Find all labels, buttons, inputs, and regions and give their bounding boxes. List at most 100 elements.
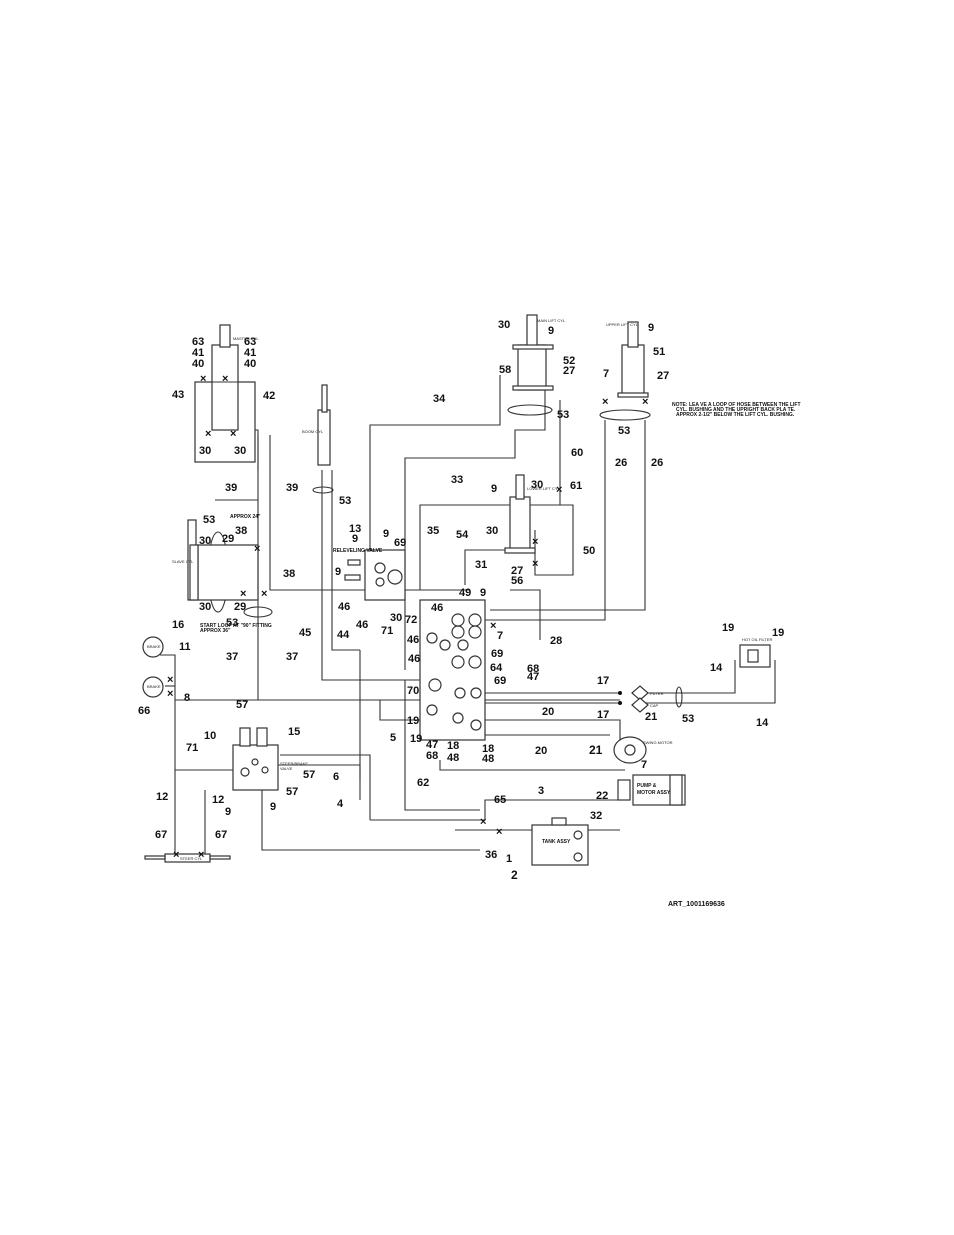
callout-71: 71 xyxy=(186,742,198,754)
callout-19: 19 xyxy=(410,733,422,745)
slave-cyl-label: SLAVE CYL xyxy=(172,559,194,564)
callout-38: 38 xyxy=(235,525,247,537)
callout-20: 20 xyxy=(535,745,547,757)
note-line-1: NOTE: LEA VE A LOOP OF HOSE BETWEEN THE … xyxy=(672,402,801,408)
callout-54: 54 xyxy=(456,529,469,541)
svg-text:×: × xyxy=(642,396,648,408)
callout-32: 32 xyxy=(590,810,602,822)
callout-14: 14 xyxy=(710,662,723,674)
callout-19: 19 xyxy=(772,627,784,639)
boom-cylinder xyxy=(317,384,331,466)
callout-67: 67 xyxy=(155,829,167,841)
svg-text:×: × xyxy=(198,849,204,861)
steer-valve-label-1: STEER/BRAKE xyxy=(280,761,308,766)
callout-18: 18 xyxy=(482,743,494,755)
callout-57: 57 xyxy=(303,769,315,781)
main-control-valve xyxy=(419,599,486,741)
callout-13: 13 xyxy=(349,523,361,535)
svg-text:×: × xyxy=(532,536,538,548)
callout-50: 50 xyxy=(583,545,595,557)
callout-27: 27 xyxy=(511,565,523,577)
callout-3: 3 xyxy=(538,785,544,797)
callout-43: 43 xyxy=(172,389,184,401)
callout-61: 61 xyxy=(570,480,582,492)
hot-oil-filter-label: HOT OIL FILTER xyxy=(742,637,772,642)
svg-text:×: × xyxy=(496,826,502,838)
callout-37: 37 xyxy=(226,651,238,663)
callout-44: 44 xyxy=(337,629,350,641)
callout-9: 9 xyxy=(480,587,486,599)
callout-38: 38 xyxy=(283,568,295,580)
callout-26: 26 xyxy=(615,457,627,469)
relevel-valve-label: RELEVELING VALVE xyxy=(333,548,383,554)
callout-58: 58 xyxy=(499,364,511,376)
callout-16: 16 xyxy=(172,619,184,631)
callout-53: 53 xyxy=(557,409,569,421)
callout-69: 69 xyxy=(491,648,503,660)
callout-12: 12 xyxy=(212,794,224,806)
callout-68: 68 xyxy=(527,663,539,675)
steer-valve-label-2: VALVE xyxy=(280,766,293,771)
callout-46: 46 xyxy=(408,653,420,665)
callout-30: 30 xyxy=(199,445,211,457)
callout-30: 30 xyxy=(531,479,543,491)
slave-cylinder xyxy=(187,519,259,601)
callout-11: 11 xyxy=(179,641,191,653)
callout-7: 7 xyxy=(641,759,647,771)
callout-9: 9 xyxy=(548,325,554,337)
callout-7: 7 xyxy=(603,368,609,380)
callout-12: 12 xyxy=(156,791,168,803)
callout-9: 9 xyxy=(648,322,654,334)
callout-47: 47 xyxy=(426,739,438,751)
pump-label-1: PUMP & xyxy=(637,783,657,789)
callout-57: 57 xyxy=(286,786,298,798)
callout-29: 29 xyxy=(234,601,246,613)
callout-21: 21 xyxy=(645,711,657,723)
callout-49: 49 xyxy=(459,587,471,599)
lower-lift-cylinder xyxy=(504,474,536,554)
svg-text:×: × xyxy=(167,688,173,700)
callout-63: 63 xyxy=(192,336,204,348)
callout-70: 70 xyxy=(407,685,419,697)
callout-66: 66 xyxy=(138,705,150,717)
hot-oil-filter xyxy=(739,644,771,668)
callout-46: 46 xyxy=(338,601,350,613)
callout-41: 41 xyxy=(192,347,204,359)
callout-37: 37 xyxy=(286,651,298,663)
callout-22: 22 xyxy=(596,790,608,802)
svg-text:×: × xyxy=(261,588,267,600)
callout-48: 48 xyxy=(447,752,459,764)
upper-lift-cyl-label: UPPER LIFT CYL xyxy=(606,322,639,327)
callout-40: 40 xyxy=(192,358,204,370)
filter-label: FILTER xyxy=(650,691,664,696)
callout-30: 30 xyxy=(486,525,498,537)
callout-46: 46 xyxy=(407,634,419,646)
callout-7: 7 xyxy=(497,630,503,642)
svg-text:×: × xyxy=(230,428,236,440)
start-loop-label: START LOOP AT "90" FITTING xyxy=(200,623,272,629)
callout-51: 51 xyxy=(653,346,665,358)
callout-53: 53 xyxy=(203,514,215,526)
svg-text:×: × xyxy=(222,373,228,385)
svg-text:×: × xyxy=(205,428,211,440)
art-id: ART_1001169636 xyxy=(668,901,725,908)
callout-17: 17 xyxy=(597,709,609,721)
callout-72: 72 xyxy=(405,614,417,626)
svg-text:×: × xyxy=(240,588,246,600)
callout-63: 63 xyxy=(244,336,256,348)
upper-lift-cylinder xyxy=(512,314,554,391)
callout-10: 10 xyxy=(204,730,216,742)
steer-cyl-label: STEER CYL xyxy=(180,856,203,861)
component-labels: RELEVELING VALVE TANK ASSY PUMP & MOTOR … xyxy=(147,318,801,861)
callout-9: 9 xyxy=(335,566,341,578)
brake-units xyxy=(142,636,164,698)
approx-36-label: APPROX 36" xyxy=(200,628,231,634)
callout-33: 33 xyxy=(451,474,463,486)
callout-21: 21 xyxy=(589,743,603,757)
hose-cross-marks: × × × × × × × × × × × × × × × × × × × xyxy=(167,373,648,861)
callout-46: 46 xyxy=(356,619,368,631)
relevel-valve xyxy=(344,549,406,601)
callout-2: 2 xyxy=(511,868,518,882)
callout-27: 27 xyxy=(563,365,575,377)
